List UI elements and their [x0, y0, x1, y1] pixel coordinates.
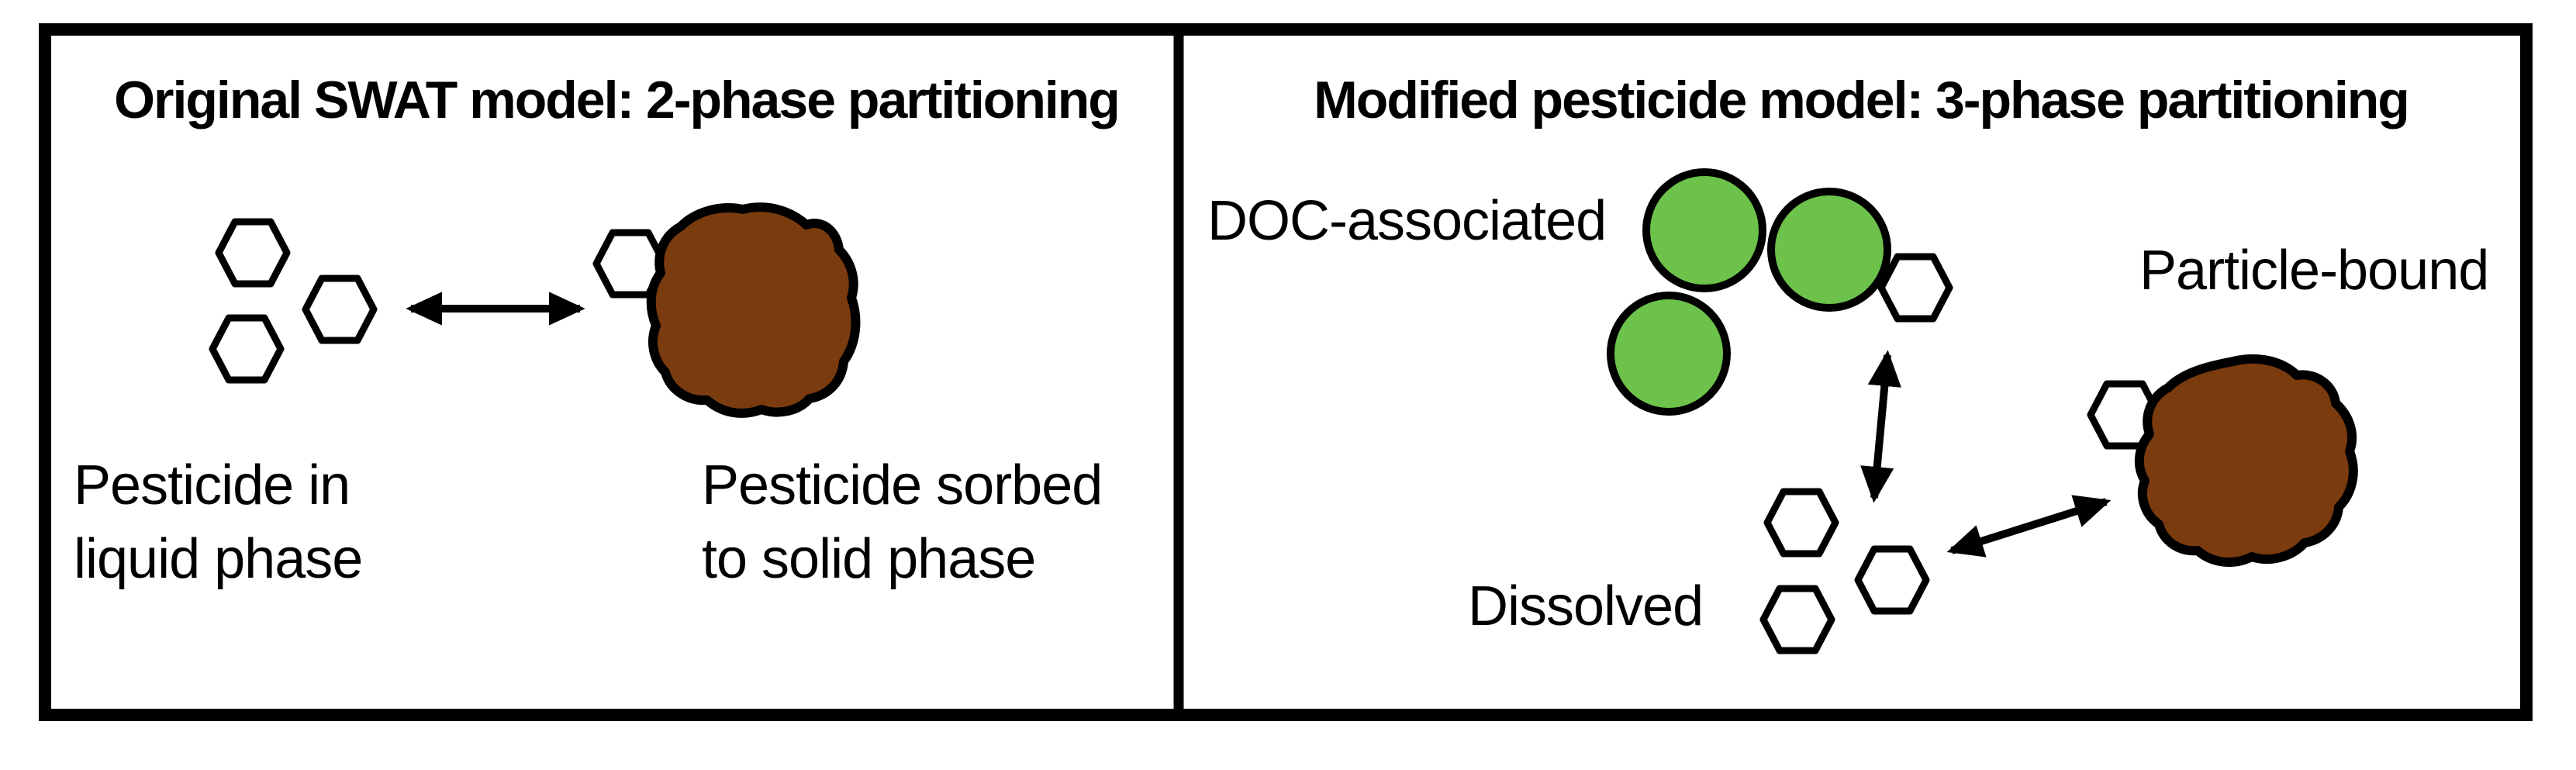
left-panel-title: Original SWAT model: 2-phase partitionin…: [114, 71, 1119, 129]
particle-bound-label: Particle-bound: [2139, 240, 2488, 302]
dissolved-hexagon-2: [1858, 549, 1926, 611]
right-panel-title: Modified pesticide model: 3-phase partit…: [1314, 71, 2409, 129]
liquid-phase-label-line2: liquid phase: [74, 528, 362, 590]
outer-border: [39, 23, 2533, 721]
doc-circle-2: [1767, 188, 1891, 312]
liquid-hexagon-2: [306, 278, 374, 340]
doc-bound-hexagon: [1881, 257, 1949, 319]
doc-associated-label: DOC-associated: [1207, 190, 1606, 252]
liquid-hexagon-3: [212, 318, 281, 380]
doc-circle-1: [1642, 168, 1766, 292]
liquid-phase-label-line1: Pesticide in: [74, 454, 350, 516]
doc-circle-3: [1607, 292, 1731, 416]
two-way-arrow-doc-dissolved: [1860, 350, 1901, 503]
sorbed-phase-label-line2: to solid phase: [702, 528, 1035, 590]
sorbed-phase-label-line1: Pesticide sorbed: [702, 454, 1102, 516]
left-soil-particle-blob: [646, 202, 861, 418]
dissolved-label: Dissolved: [1468, 575, 1703, 637]
dissolved-hexagon-1: [1767, 492, 1835, 554]
liquid-hexagon-1: [219, 222, 287, 284]
right-soil-particle-blob: [2134, 354, 2358, 567]
dissolved-hexagon-3: [1763, 589, 1832, 651]
two-way-arrow-dissolved-particle: [1946, 495, 2112, 558]
